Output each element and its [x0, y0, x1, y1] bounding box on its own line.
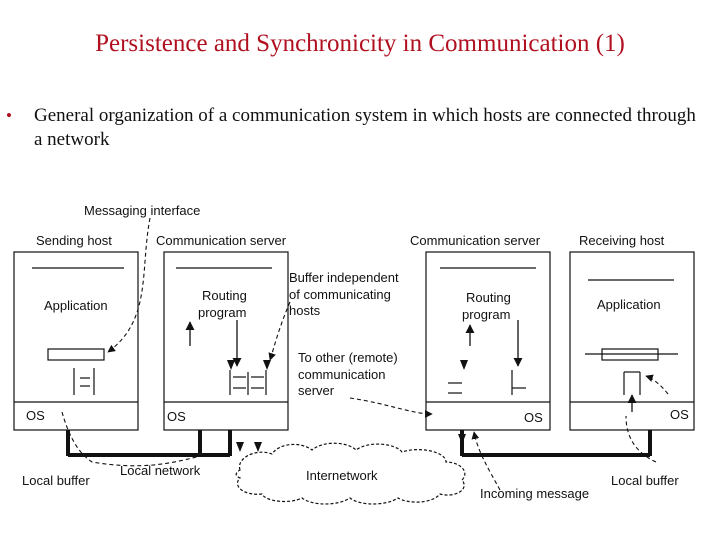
bullet-item: • General organization of a communicatio… [6, 104, 706, 152]
label-os-4: OS [670, 407, 689, 422]
label-local-buffer-right: Local buffer [611, 473, 679, 488]
label-routing-left-1: Routing [202, 288, 247, 303]
label-receiving-host: Receiving host [579, 233, 665, 248]
label-sending-host: Sending host [36, 233, 112, 248]
label-os-2: OS [167, 409, 186, 424]
label-application-right: Application [597, 297, 661, 312]
label-internetwork: Internetwork [306, 468, 378, 483]
label-buffer-independent-1: Buffer independent [289, 270, 399, 285]
receiving-host-box [569, 251, 695, 431]
label-routing-left-2: program [198, 305, 246, 320]
bullet-text: General organization of a communication … [34, 105, 696, 150]
sending-host-messaging-interface [47, 348, 105, 361]
slide-title: Persistence and Synchronicity in Communi… [95, 30, 625, 57]
internetwork-cloud [235, 442, 466, 505]
bullet-marker: • [6, 106, 12, 125]
label-to-other-1: To other (remote) [298, 350, 398, 365]
label-buffer-independent-2: of communicating [289, 287, 391, 302]
label-os-3: OS [524, 410, 543, 425]
label-local-network: Local network [120, 463, 201, 478]
label-incoming-message: Incoming message [480, 486, 589, 501]
label-buffer-independent-3: hosts [289, 303, 321, 318]
label-routing-right-2: program [462, 307, 510, 322]
label-to-other-2: communication [298, 367, 385, 382]
label-comm-server-left: Communication server [156, 233, 287, 248]
label-local-buffer-left: Local buffer [22, 473, 90, 488]
label-os-1: OS [26, 408, 45, 423]
comm-server-right-box [425, 251, 551, 431]
label-routing-right-1: Routing [466, 290, 511, 305]
label-messaging-interface: Messaging interface [84, 203, 200, 218]
label-application-left: Application [44, 298, 108, 313]
label-comm-server-right: Communication server [410, 233, 541, 248]
comm-server-left-box [163, 251, 289, 431]
label-to-other-3: server [298, 383, 335, 398]
communication-system-diagram: Messaging interface Sending host Communi… [13, 203, 695, 505]
sending-host-box [13, 251, 139, 431]
